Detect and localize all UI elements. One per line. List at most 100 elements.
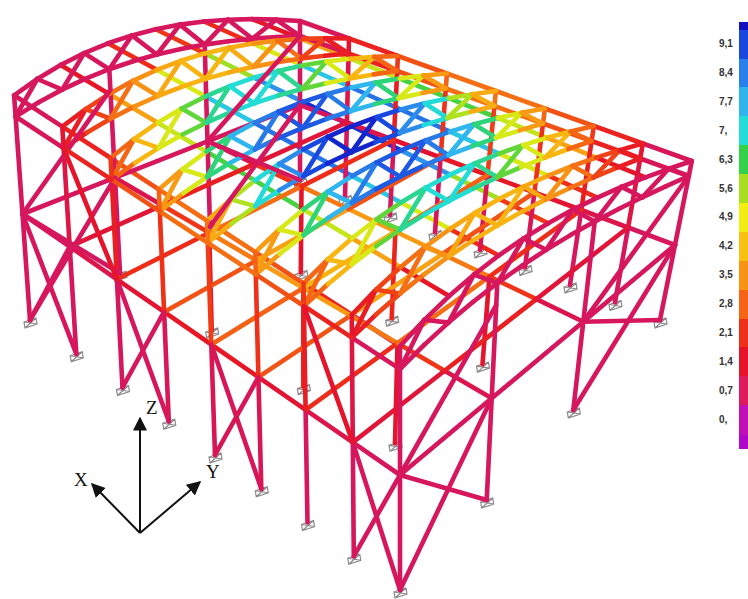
steel-member [572, 166, 593, 178]
steel-member [304, 306, 306, 410]
steel-member [301, 38, 325, 58]
steel-member [256, 230, 279, 275]
steel-member [298, 36, 303, 105]
legend-value: 2,8 [719, 298, 733, 310]
steel-member [524, 176, 548, 187]
steel-member [30, 247, 70, 320]
steel-member [474, 118, 498, 124]
steel-member [425, 229, 450, 247]
steel-member [328, 126, 352, 137]
steel-member [23, 214, 77, 354]
steel-member [594, 150, 620, 177]
steel-member [522, 199, 546, 211]
steel-member [400, 103, 425, 133]
steel-member [400, 140, 425, 176]
steel-member [620, 150, 641, 158]
steel-member [349, 39, 398, 57]
steel-member [182, 96, 206, 108]
axis-label: Z [146, 398, 158, 418]
steel-member [352, 290, 376, 338]
steel-member [522, 113, 543, 124]
steel-member [471, 106, 494, 112]
steel-member [524, 223, 549, 238]
structure-members [14, 19, 692, 598]
steel-member [327, 111, 351, 119]
steel-member [376, 117, 399, 133]
steel-member [424, 323, 448, 345]
steel-member [376, 230, 400, 247]
steel-member [135, 148, 159, 163]
steel-member [424, 118, 448, 125]
steel-member [132, 29, 156, 35]
steel-member [536, 299, 583, 322]
steel-member [400, 475, 487, 500]
steel-member [326, 78, 350, 83]
steel-member [328, 260, 352, 265]
steel-member [303, 137, 327, 176]
steel-member [208, 243, 212, 345]
steel-member [304, 306, 353, 442]
steel-member [327, 88, 351, 95]
steel-member [497, 238, 523, 283]
steel-member [160, 211, 208, 243]
steel-member [353, 442, 400, 590]
steel-member [426, 140, 449, 155]
steel-member [109, 35, 132, 69]
steel-member [377, 150, 401, 162]
steel-member [230, 136, 255, 149]
steel-member [377, 162, 401, 176]
steel-member [426, 132, 450, 141]
steel-member [230, 78, 254, 86]
steel-member [424, 155, 448, 165]
steel-member [353, 442, 354, 556]
axis-label: Y [206, 462, 220, 482]
steel-member [208, 36, 301, 141]
steel-member [208, 141, 301, 180]
steel-member [376, 203, 401, 220]
steel-member [523, 138, 547, 145]
steel-member [449, 213, 475, 256]
steel-member [230, 67, 254, 73]
steel-member [568, 141, 591, 149]
steel-member [304, 260, 328, 306]
steel-member [573, 210, 595, 222]
steel-member [583, 176, 689, 322]
steel-member [524, 187, 546, 200]
steel-member [375, 98, 399, 104]
steel-member [473, 94, 495, 106]
steel-member [159, 109, 182, 148]
steel-member [521, 158, 545, 167]
steel-member [62, 53, 84, 90]
steel-member [426, 175, 451, 188]
steel-member [350, 254, 442, 316]
steel-member [231, 199, 256, 206]
steel-member [545, 132, 571, 158]
steel-member [111, 81, 133, 119]
steel-member [16, 117, 64, 149]
steel-member [395, 175, 487, 232]
steel-member [182, 109, 207, 123]
steel-member [181, 53, 205, 60]
steel-member [425, 201, 449, 215]
steel-member [350, 338, 355, 443]
steel-member [376, 82, 399, 98]
steel-member [183, 123, 207, 135]
steel-member [256, 274, 304, 306]
legend-value: 7,7 [719, 96, 733, 108]
steel-member [117, 279, 169, 421]
steel-member [230, 123, 254, 136]
steel-member [583, 320, 660, 322]
steel-member [327, 94, 351, 111]
legend-value: 8,4 [719, 67, 733, 79]
steel-member [328, 203, 352, 218]
steel-member [132, 35, 157, 54]
steel-member [180, 25, 205, 45]
steel-member [352, 338, 400, 370]
steel-member [448, 124, 474, 155]
steel-member [496, 113, 521, 138]
steel-member [228, 20, 252, 39]
steel-member [258, 377, 305, 410]
legend-swatch [739, 376, 748, 406]
steel-member [229, 48, 253, 67]
